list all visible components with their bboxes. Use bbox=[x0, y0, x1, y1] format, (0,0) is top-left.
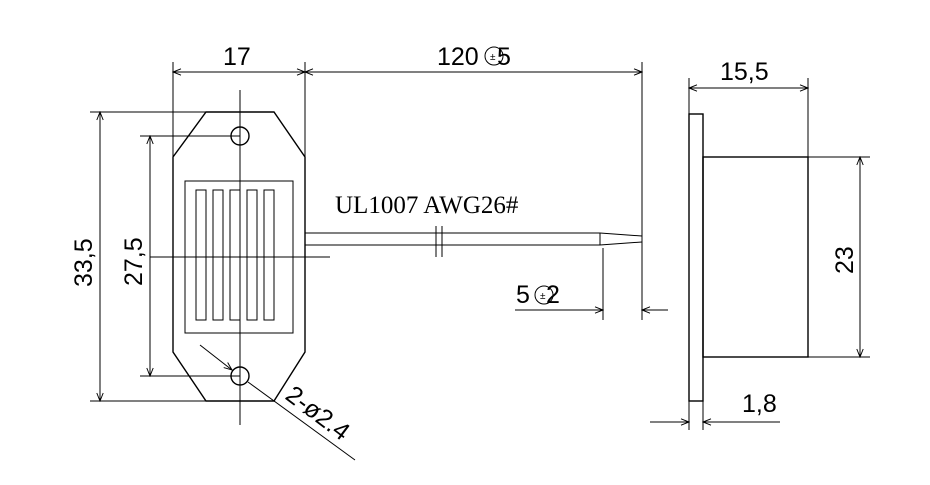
sound-grille-slots bbox=[195, 189, 275, 321]
svg-text:±: ± bbox=[540, 291, 546, 302]
svg-text:2: 2 bbox=[546, 281, 560, 309]
lead-wire bbox=[305, 226, 643, 257]
side-view bbox=[688, 113, 809, 402]
svg-text:5: 5 bbox=[516, 281, 530, 309]
svg-text:15,5: 15,5 bbox=[720, 58, 769, 86]
dim-hole-spacing: 27,5 bbox=[120, 136, 240, 376]
svg-text:23: 23 bbox=[831, 246, 859, 274]
svg-text:1,8: 1,8 bbox=[742, 390, 777, 418]
svg-text:33,5: 33,5 bbox=[70, 238, 98, 287]
dim-width-top: 17 bbox=[173, 43, 305, 157]
dim-overall-height: 33,5 bbox=[70, 112, 206, 401]
svg-text:27,5: 27,5 bbox=[120, 237, 148, 286]
side-flange bbox=[688, 113, 704, 402]
wire-spec-label: UL1007 AWG26# bbox=[335, 192, 519, 219]
dim-flange-thickness: 1,8 bbox=[650, 390, 780, 430]
dim-body-height: 23 bbox=[808, 157, 870, 357]
dim-strip-length: 5 ± 2 bbox=[515, 248, 668, 320]
dim-wire-length: 120 ± 5 bbox=[305, 43, 642, 320]
dim-side-depth: 15,5 bbox=[689, 58, 808, 157]
svg-text:120: 120 bbox=[437, 43, 479, 71]
svg-text:±: ± bbox=[490, 52, 496, 63]
svg-text:17: 17 bbox=[223, 43, 251, 71]
front-view bbox=[150, 90, 330, 425]
dim-hole-callout: 2-ø2.4 bbox=[199, 344, 356, 461]
side-body bbox=[702, 156, 809, 358]
svg-text:5: 5 bbox=[497, 43, 511, 71]
